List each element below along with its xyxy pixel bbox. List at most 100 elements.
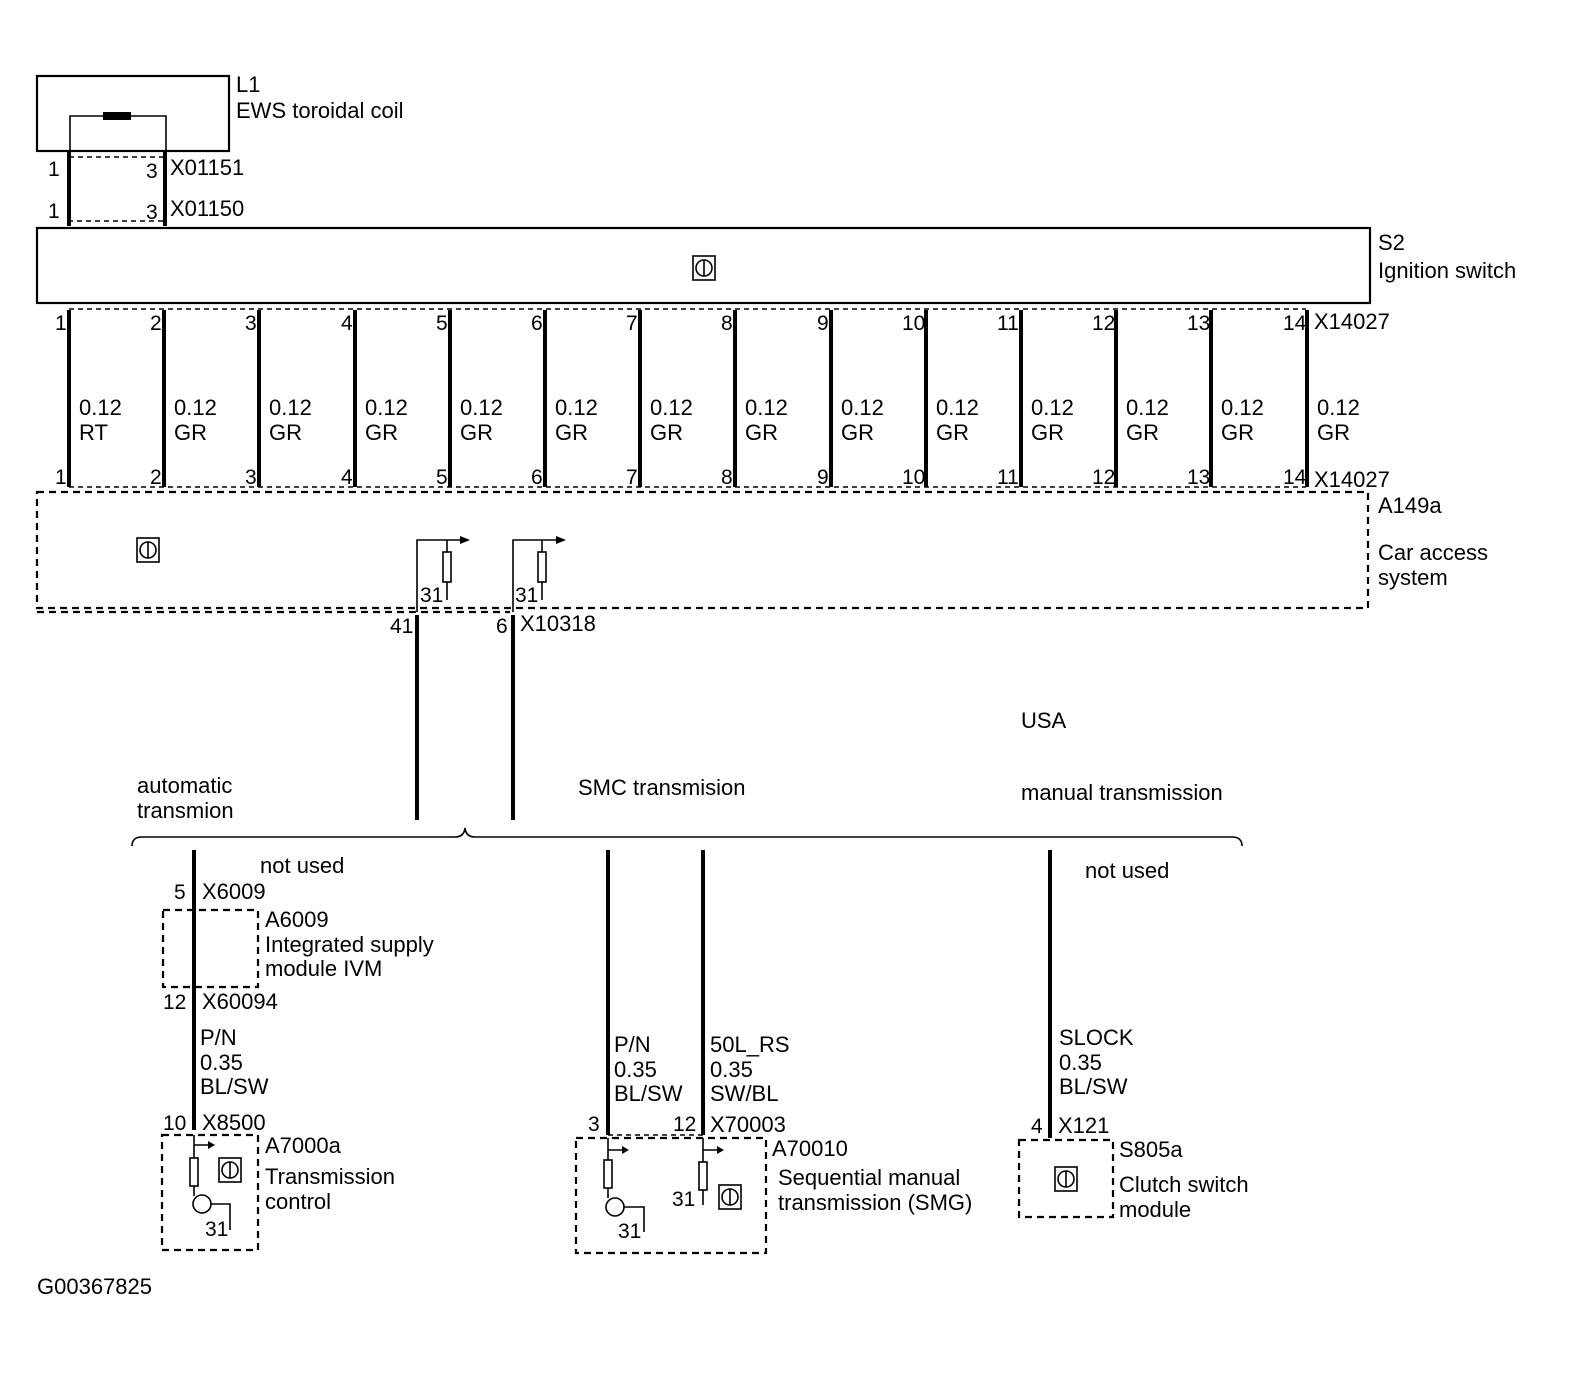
cas-pin-6: 6 [496, 615, 508, 638]
manual-wire-color: BL/SW [1059, 1074, 1128, 1099]
coil-core-icon [103, 112, 131, 120]
a70010-box [574, 1136, 768, 1255]
variant-selector: USA automatic transmion SMC transmision … [131, 708, 1243, 847]
bus-wire-color: GR [650, 420, 683, 445]
bus-wire-color: GR [1031, 420, 1064, 445]
a6009-box [161, 908, 260, 989]
a7000a-name-line1: Transmission [265, 1164, 395, 1189]
smg-ground-a: 31 [618, 1220, 641, 1243]
bus-wire-size: 0.12 [936, 395, 979, 420]
bus-pin-bottom: 2 [150, 466, 162, 489]
l1-id: L1 [236, 72, 260, 97]
bus-pin-bottom: 9 [817, 466, 829, 489]
smg-wire1-color: BL/SW [614, 1081, 683, 1106]
bus-pin-top: 14 [1283, 312, 1307, 335]
bus-pin-bottom: 14 [1283, 466, 1307, 489]
s2-id: S2 [1378, 230, 1405, 255]
auto-pin-x6009: 5 [174, 881, 186, 904]
auto-wire-color: BL/SW [200, 1074, 269, 1099]
bus-pin-bottom: 8 [721, 466, 733, 489]
s805a-name-line2: module [1119, 1197, 1191, 1222]
bus-pin-top: 10 [902, 312, 925, 335]
bus-wire-size: 0.12 [269, 395, 312, 420]
connector-x14027-top: X14027 [1314, 309, 1390, 334]
a6009-name-line1: Integrated supply [265, 932, 434, 957]
smg-pin-b: 12 [673, 1113, 696, 1136]
a7000a-id: A7000a [265, 1133, 342, 1158]
bus-wire-size: 0.12 [650, 395, 693, 420]
bus-pin-bottom: 11 [997, 466, 1019, 489]
a70010-module-icon [718, 1184, 742, 1210]
a7000a-module-icon [218, 1157, 242, 1183]
bus-pin-bottom: 1 [55, 466, 67, 489]
not-used-manual: not used [1085, 858, 1169, 883]
variant-brace [131, 827, 1243, 847]
bus-wire-color: GR [745, 420, 778, 445]
s2-ignition-switch: S2 Ignition switch [35, 226, 1516, 305]
a70010-name-line1: Sequential manual [778, 1165, 960, 1190]
auto-ground: 31 [205, 1218, 228, 1241]
bus-wire-group: 110.12RT220.12GR330.12GR440.12GR550.12GR… [55, 310, 1360, 489]
manual-wire-signal: SLOCK [1059, 1025, 1134, 1050]
l1-coil-box [35, 74, 231, 153]
connector-x14027-bottom: X14027 [1314, 467, 1390, 492]
figure-id: G00367825 [37, 1274, 152, 1299]
transmission-control-internals: 31 [189, 1135, 242, 1241]
bus-wire-size: 0.12 [79, 395, 122, 420]
variant-automatic-line2: transmion [137, 798, 234, 823]
bus-pin-bottom: 5 [436, 466, 448, 489]
bus-wire-color: GR [555, 420, 588, 445]
bus-wire-color: GR [269, 420, 302, 445]
bus-pin-top: 13 [1187, 312, 1210, 335]
smg-wire2-signal: 50L_RS [710, 1032, 790, 1057]
not-used-auto: not used [260, 853, 344, 878]
bus-wire-size: 0.12 [365, 395, 408, 420]
a6009-id: A6009 [265, 907, 329, 932]
automatic-branch: not used 5 X6009 A6009 Integrated supply… [160, 850, 434, 1252]
s805a-box [1017, 1138, 1115, 1219]
bus-wire-color: GR [936, 420, 969, 445]
bus-wire-color: GR [1221, 420, 1254, 445]
manual-pin-x121: 4 [1031, 1115, 1043, 1138]
a149a-box [35, 490, 1370, 610]
manual-wire-size: 0.35 [1059, 1050, 1102, 1075]
bus-pin-top: 8 [721, 312, 733, 335]
s2-name: Ignition switch [1378, 258, 1516, 283]
smg-wire1-signal: P/N [614, 1032, 651, 1057]
bus-pin-bottom: 3 [245, 466, 257, 489]
resistor-icon [537, 551, 547, 583]
ignition-key-icon [692, 255, 716, 281]
l1-name: EWS toroidal coil [236, 98, 404, 123]
bus-pin-bottom: 12 [1092, 466, 1115, 489]
auto-wire-signal: P/N [200, 1025, 237, 1050]
bus-pin-top: 5 [436, 312, 448, 335]
bus-wire-size: 0.12 [841, 395, 884, 420]
transistor-icon [192, 1194, 212, 1214]
bus-wire-color: RT [79, 420, 108, 445]
bus-pin-top: 7 [626, 312, 638, 335]
connector-x01151: X01151 [170, 155, 244, 180]
bus-wire-color: GR [841, 420, 874, 445]
a6009-name-line2: module IVM [265, 956, 382, 981]
cas-output-wires: 41 6 X10318 [390, 611, 596, 820]
bus-wire-color: GR [365, 420, 398, 445]
bus-pin-bottom: 7 [626, 466, 638, 489]
bus-pin-top: 6 [531, 312, 543, 335]
resistor-icon [698, 1161, 708, 1191]
bus-wire-size: 0.12 [174, 395, 217, 420]
smg-wire1-size: 0.35 [614, 1057, 657, 1082]
resistor-icon [189, 1157, 199, 1187]
a70010-id: A70010 [772, 1136, 848, 1161]
smg-wire2-color: SW/BL [710, 1081, 778, 1106]
a70010-name-line2: transmission (SMG) [778, 1190, 972, 1215]
bus-wire-color: GR [174, 420, 207, 445]
coil-pin-3-bot: 3 [146, 201, 158, 224]
